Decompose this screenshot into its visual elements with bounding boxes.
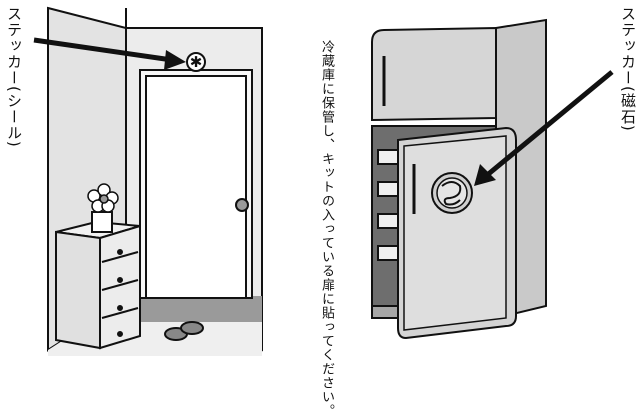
door (146, 76, 246, 298)
doormat-area (124, 296, 262, 322)
asterisk-flower-icon: ✱ (190, 53, 203, 71)
door-knob (236, 199, 248, 211)
flower-pot (92, 212, 112, 232)
sticker-magnet-label: ステッカー(磁石) (618, 6, 639, 132)
dresser-side (56, 232, 100, 348)
sticker-seal-label: ステッカー(シール) (4, 6, 25, 148)
illustration-scene: ✱ (0, 0, 640, 361)
fridge-scene (372, 20, 612, 338)
instruction-text: 冷蔵庫に保管し、キットの入っている扉に貼ってください。 (318, 40, 335, 340)
room-scene: ✱ (34, 8, 262, 356)
dresser-front (100, 226, 140, 348)
freezer-door (372, 28, 496, 120)
